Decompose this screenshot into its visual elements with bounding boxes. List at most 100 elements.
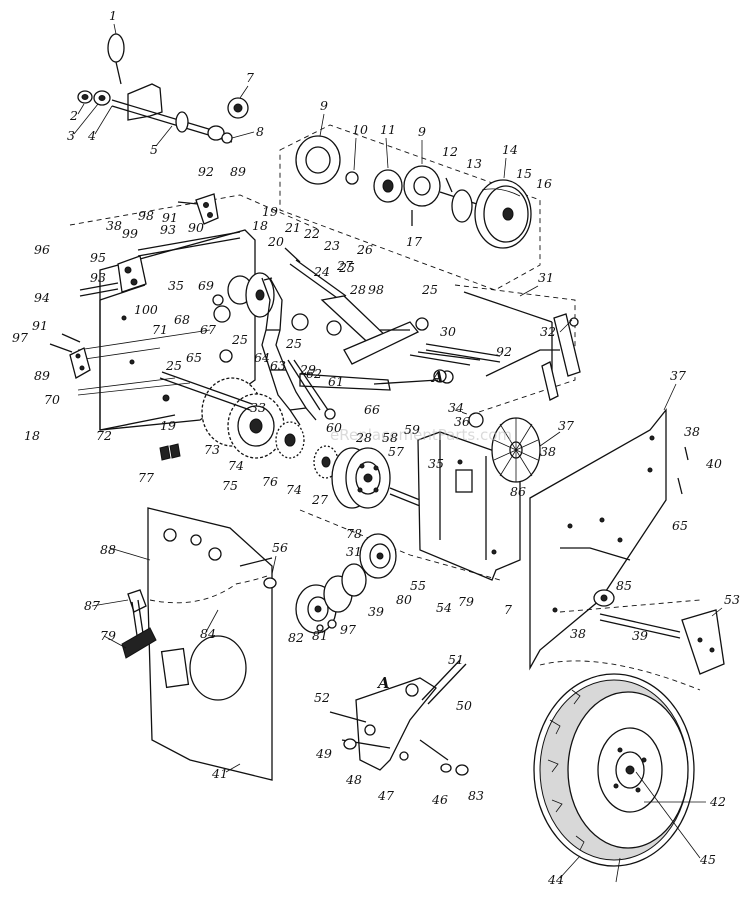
- watermark: eReplacementParts.com: [330, 426, 512, 444]
- callout-label: 93: [90, 270, 106, 285]
- callout-label: 50: [456, 698, 472, 713]
- callout-label: 54: [436, 600, 452, 615]
- callout-label: 32: [540, 324, 556, 339]
- callout-label: 71: [152, 322, 168, 337]
- callout-label: 83: [468, 788, 484, 803]
- callout-label: 70: [44, 392, 60, 407]
- callout-label: 88: [100, 542, 116, 557]
- callout-label: 3: [67, 128, 75, 143]
- callout-label: 8: [256, 124, 264, 139]
- callout-label: 14: [502, 142, 518, 157]
- callout-label: 63: [270, 358, 286, 373]
- callout-label: 11: [380, 122, 396, 137]
- callout-label: 38: [106, 218, 122, 233]
- callout-label: 27: [336, 258, 353, 273]
- right-frame-plate: [529, 408, 701, 671]
- callout-label: 86: [510, 484, 526, 499]
- callout-label: 98: [138, 208, 154, 223]
- callout-label: 27: [311, 492, 328, 507]
- callout-label: 15: [516, 166, 532, 181]
- lever-linkage: [287, 295, 501, 420]
- rod-linkage: [454, 284, 581, 416]
- callout-label: 28: [355, 430, 372, 445]
- callout-label: 41: [211, 766, 228, 781]
- callout-label: 97: [12, 330, 28, 345]
- lower-pulleys: [295, 533, 397, 634]
- callout-label: 30: [440, 324, 456, 339]
- callout-label: 60: [326, 420, 342, 435]
- callout-label: 66: [364, 402, 380, 417]
- callout-label: 26: [356, 242, 373, 257]
- callout-label: 7: [504, 602, 512, 617]
- callout-label: 28: [349, 282, 366, 297]
- callout-label: 16: [536, 176, 552, 191]
- callout-label: 53: [724, 592, 740, 607]
- callout-label: 29: [299, 362, 316, 377]
- callout-label: 65: [186, 350, 202, 365]
- callout-label: 94: [34, 290, 50, 305]
- callout-label: 35: [428, 456, 444, 471]
- callout-label: 55: [410, 578, 426, 593]
- callout-label: 77: [138, 470, 154, 485]
- center-pulleys: [331, 447, 471, 527]
- callout-label: 58: [382, 430, 398, 445]
- callout-label: 12: [442, 144, 458, 159]
- callout-label: 38: [684, 424, 700, 439]
- callout-label: 23: [323, 238, 340, 253]
- callout-label: 96: [34, 242, 50, 257]
- fan-wheel: [468, 412, 541, 483]
- callout-label: 82: [288, 630, 304, 645]
- callout-label: 35: [168, 278, 184, 293]
- callout-label: 13: [466, 156, 482, 171]
- leader-lines: [73, 23, 723, 883]
- callout-label: 17: [406, 234, 422, 249]
- callout-label: 22: [303, 226, 320, 241]
- callout-label: 18: [24, 428, 40, 443]
- callout-label: 25: [421, 282, 438, 297]
- callout-label: 33: [250, 400, 266, 415]
- callout-label: 89: [34, 368, 50, 383]
- callout-label: 56: [272, 540, 288, 555]
- top-shaft-assembly: [77, 33, 249, 144]
- callout-label: 18: [252, 218, 268, 233]
- side-plate: [121, 507, 277, 781]
- callout-label: 87: [84, 598, 100, 613]
- callout-label: 93: [160, 222, 176, 237]
- callout-label: 98: [368, 282, 384, 297]
- callout-label: 37: [670, 368, 686, 383]
- callout-label: 31: [538, 270, 554, 285]
- callout-label: 49: [315, 746, 332, 761]
- callout-label: 62: [306, 366, 322, 381]
- callout-label: 25: [338, 260, 355, 275]
- callout-label: 37: [558, 418, 574, 433]
- callout-label: 39: [632, 628, 648, 643]
- callout-label: 80: [396, 592, 412, 607]
- callout-label: 75: [222, 478, 238, 493]
- callout-label: 10: [352, 122, 368, 137]
- callout-label: 5: [150, 142, 158, 157]
- callout-label: 85: [616, 578, 632, 593]
- callout-label: 57: [388, 444, 404, 459]
- callout-label: 99: [122, 226, 138, 241]
- callout-label: 84: [200, 626, 216, 641]
- callout-label: 68: [174, 312, 190, 327]
- callout-label: 61: [328, 374, 344, 389]
- callout-label: 25: [231, 332, 248, 347]
- callout-label: 67: [200, 322, 216, 337]
- callout-label: 19: [262, 204, 278, 219]
- callout-label: 64: [254, 350, 270, 365]
- callout-label: 31: [346, 544, 362, 559]
- callout-label: 46: [431, 792, 448, 807]
- callout-label: 100: [134, 302, 158, 317]
- callout-label: 74: [286, 482, 302, 497]
- callout-label: 81: [312, 628, 328, 643]
- callout-label: 91: [162, 210, 178, 225]
- callout-label: 40: [705, 456, 722, 471]
- chain-sprocket-group: [212, 247, 347, 426]
- callout-label: 47: [377, 788, 394, 803]
- callout-label: 90: [188, 220, 204, 235]
- callout-label: 45: [699, 852, 716, 867]
- callout-label: 76: [262, 474, 278, 489]
- wheel-tire: [533, 660, 701, 867]
